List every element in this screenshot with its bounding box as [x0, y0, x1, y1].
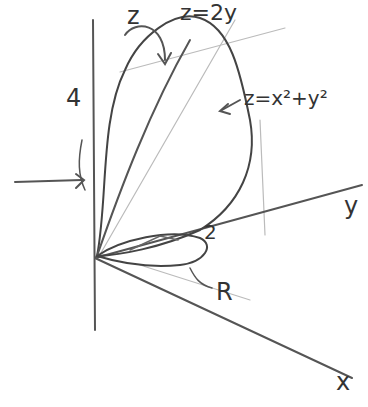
dimension-label: 2 [204, 222, 217, 242]
y-axis [95, 185, 362, 258]
arrow [222, 100, 240, 110]
leader-line [190, 268, 212, 288]
z-axis [93, 20, 95, 330]
surface-label: z=x²+y² [244, 88, 328, 108]
region-r [97, 234, 207, 266]
arrow [15, 180, 82, 182]
height-label: 4 [66, 86, 81, 110]
plane-label: z=2y [180, 2, 237, 24]
region-label: R [216, 280, 233, 304]
axis-label: y [344, 194, 358, 218]
x-axis [95, 258, 352, 378]
axis-label: z [127, 4, 140, 28]
surface-outline [97, 17, 252, 256]
parabola-curve [97, 40, 190, 256]
axis-label: x [336, 370, 350, 394]
